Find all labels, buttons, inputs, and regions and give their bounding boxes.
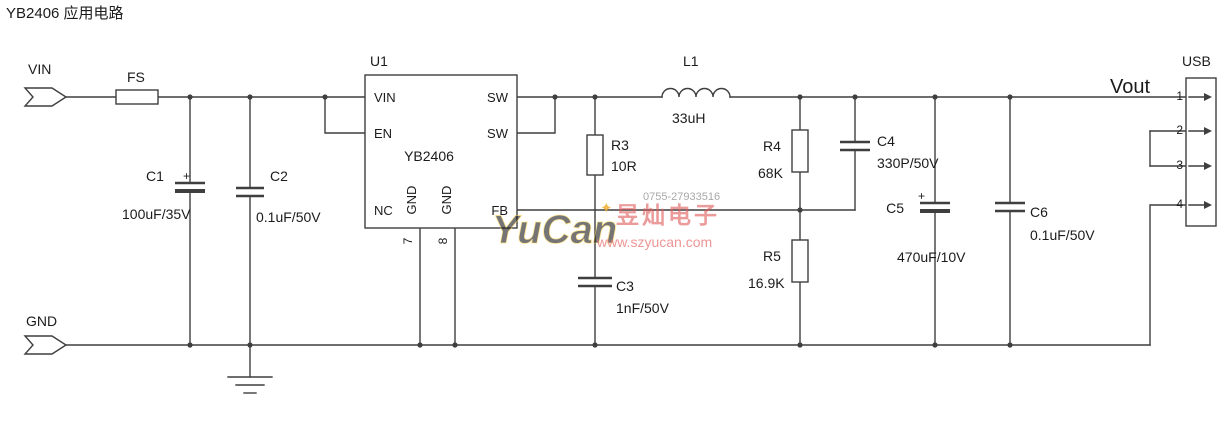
- watermark-star-icon: ✦: [600, 200, 613, 217]
- usb-pin4-arrowhead-icon: [1204, 201, 1212, 209]
- usb-pin1-arrowhead-icon: [1204, 93, 1212, 101]
- r3-value: 10R: [611, 158, 637, 174]
- c1-polarity-plus: +: [183, 169, 190, 183]
- r5-symbol: [791, 239, 809, 283]
- c2-ref: C2: [270, 168, 288, 184]
- c1-ref: C1: [146, 168, 164, 184]
- u1-pin-num7: 7: [401, 237, 415, 244]
- c6-ref: C6: [1030, 204, 1048, 220]
- inductor-l1: L1 33uH: [661, 53, 731, 126]
- gnd-label: GND: [26, 313, 57, 329]
- earth-symbol: [227, 344, 273, 394]
- u1-ref: U1: [370, 53, 388, 69]
- vout-label: Vout: [1110, 76, 1150, 98]
- cap-c5: C5 + 470uF/10V: [886, 189, 966, 265]
- c1-value: 100uF/35V: [122, 206, 191, 222]
- resistor-r3: R3 10R: [586, 134, 637, 176]
- usb-pin1-number: 1: [1176, 89, 1183, 103]
- l1-symbol: [661, 87, 731, 98]
- r4-value: 68K: [758, 165, 784, 181]
- usb-body: [1185, 77, 1217, 227]
- ic-u1: U1 YB2406 VIN EN NC SW SW FB GND GND 7 8: [364, 53, 518, 244]
- r4-ref: R4: [763, 138, 781, 154]
- usb-pin-arrow-icons: [1188, 93, 1212, 209]
- wire-sw2-tie: [516, 96, 556, 134]
- u1-pin-fb: FB: [491, 203, 508, 218]
- l1-value: 33uH: [672, 110, 705, 126]
- wire-en-tie: [324, 96, 366, 134]
- c3-value: 1nF/50V: [616, 300, 670, 316]
- c5-plate-bottom: [920, 209, 950, 213]
- junction-dots: [187, 94, 1013, 348]
- vin-label: VIN: [28, 61, 51, 77]
- c4-ref: C4: [877, 133, 895, 149]
- resistor-r5: R5 16.9K: [748, 239, 809, 291]
- cap-c2: C2 0.1uF/50V: [236, 168, 321, 225]
- u1-body: [364, 74, 518, 229]
- r3-ref: R3: [611, 137, 629, 153]
- cap-c6: C6 0.1uF/50V: [995, 201, 1095, 243]
- usb-pin2-number: 2: [1176, 123, 1183, 137]
- u1-part: YB2406: [404, 148, 454, 164]
- r3-symbol: [586, 134, 604, 176]
- u1-pin-en: EN: [374, 126, 392, 141]
- resistor-r4: R4 68K: [758, 129, 809, 181]
- usb-connector: USB 1 2 3 4: [1176, 53, 1217, 227]
- u1-pin-gnd7: GND: [404, 186, 419, 215]
- watermark: 0755-27933516 ✦ 昱灿电子 YuCan www.szyucan.c…: [492, 191, 720, 252]
- watermark-phone: 0755-27933516: [643, 191, 720, 203]
- watermark-website: www.szyucan.com: [596, 234, 712, 250]
- wires: [65, 96, 1187, 346]
- c5-polarity-plus: +: [918, 189, 925, 203]
- watermark-company: 昱灿电子: [616, 202, 720, 228]
- usb-pin2-arrowhead-icon: [1204, 127, 1212, 135]
- u1-pin-nc: NC: [374, 203, 393, 218]
- u1-pin-sw2: SW: [487, 126, 509, 141]
- r4-symbol: [791, 129, 809, 173]
- c5-value: 470uF/10V: [897, 249, 966, 265]
- u1-pin-vin: VIN: [374, 90, 396, 105]
- gnd-connector-symbol: [23, 335, 68, 355]
- u1-pin-gnd8: GND: [439, 186, 454, 215]
- cap-c4: C4 330P/50V: [840, 133, 939, 171]
- c3-ref: C3: [616, 278, 634, 294]
- cap-c3: C3 1nF/50V: [578, 276, 670, 316]
- fuse-fs-label: FS: [127, 69, 145, 85]
- page-title: YB2406 应用电路: [6, 4, 124, 22]
- c2-value: 0.1uF/50V: [256, 209, 321, 225]
- l1-ref: L1: [683, 53, 699, 69]
- vin-connector-symbol: [23, 87, 68, 107]
- cap-c1: C1 + 100uF/35V: [122, 168, 205, 222]
- fuse-fs-symbol: [115, 89, 159, 105]
- wire-usb-pin4-gnd: [1149, 204, 1187, 346]
- usb-label: USB: [1182, 53, 1211, 69]
- c4-value: 330P/50V: [877, 155, 939, 171]
- u1-pin-num8: 8: [436, 237, 450, 244]
- c6-value: 0.1uF/50V: [1030, 227, 1095, 243]
- c5-ref: C5: [886, 200, 904, 216]
- u1-pin-sw1: SW: [487, 90, 509, 105]
- c1-plate-bottom: [175, 189, 205, 193]
- r5-value: 16.9K: [748, 275, 785, 291]
- usb-pin3-arrowhead-icon: [1204, 162, 1212, 170]
- usb-pin3-number: 3: [1176, 158, 1183, 172]
- watermark-brand: YuCan: [492, 208, 617, 252]
- r5-ref: R5: [763, 248, 781, 264]
- usb-pin4-number: 4: [1176, 197, 1183, 211]
